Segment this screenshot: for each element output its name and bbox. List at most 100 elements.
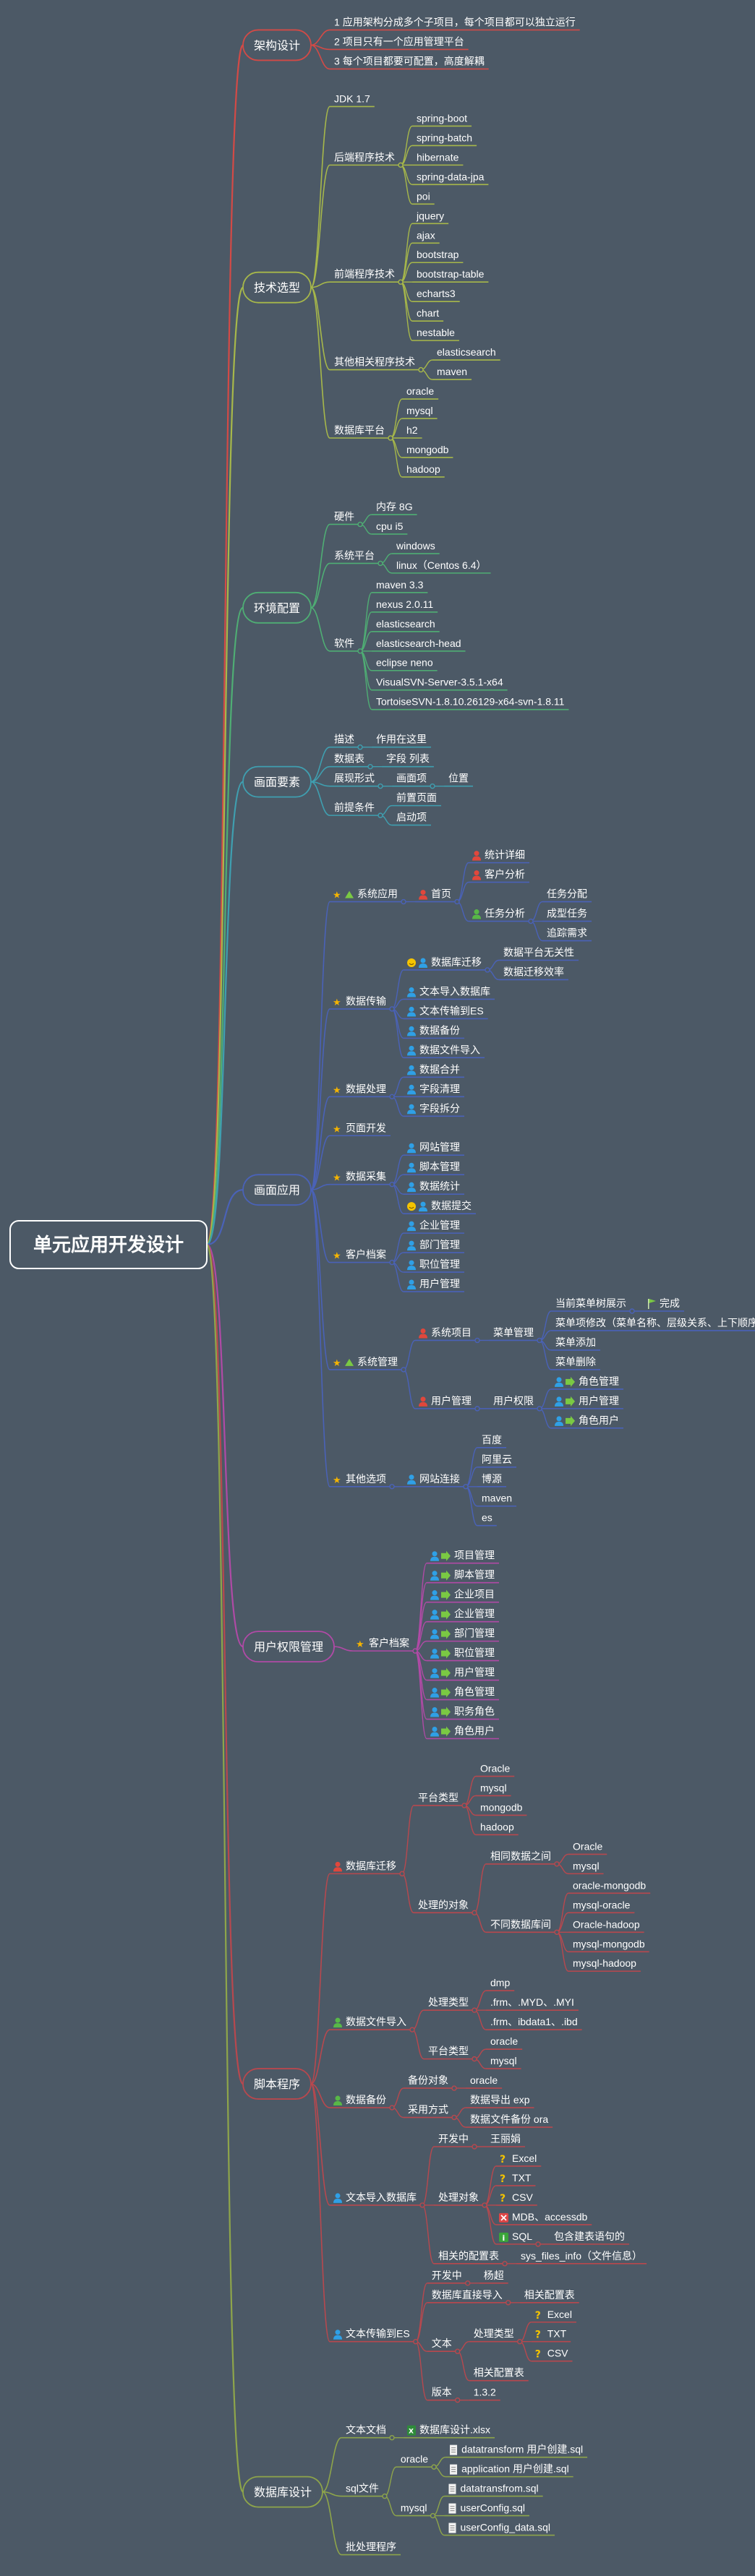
subtopic-label[interactable]: 描述: [334, 734, 354, 745]
collapse-dot[interactable]: [472, 1910, 477, 1916]
node-label[interactable]: VisualSVN-Server-3.5.1-x64: [376, 677, 503, 688]
collapse-dot[interactable]: [517, 2339, 523, 2345]
node-label[interactable]: .frm、.MYD、.MYI: [490, 1996, 574, 2008]
node-label[interactable]: 任务分配: [547, 888, 587, 900]
node-label[interactable]: spring-batch: [417, 132, 472, 143]
node-label[interactable]: maven: [437, 366, 467, 377]
collapse-dot[interactable]: [430, 2512, 436, 2519]
collapse-dot[interactable]: [413, 2339, 419, 2345]
collapse-dot[interactable]: [485, 967, 490, 973]
collapse-dot[interactable]: [451, 2114, 457, 2121]
node-label[interactable]: userConfig_data.sql: [460, 2522, 550, 2533]
node-label[interactable]: 角色用户: [454, 1725, 495, 1736]
collapse-dot[interactable]: [472, 2056, 477, 2062]
branch-7-topic[interactable]: 数据库设计: [242, 2476, 323, 2508]
node-label[interactable]: elasticsearch: [376, 618, 435, 630]
subtopic-label[interactable]: 其他相关程序技术: [334, 356, 415, 368]
node-label[interactable]: es: [482, 1512, 492, 1524]
node-label[interactable]: sys_files_info（文件信息）: [521, 2250, 642, 2262]
collapse-dot[interactable]: [378, 783, 383, 789]
subtopic-label[interactable]: 2 项目只有一个应用管理平台: [334, 35, 464, 47]
node-label[interactable]: userConfig.sql: [460, 2502, 525, 2514]
node-label[interactable]: hibernate: [417, 151, 459, 163]
collapse-dot[interactable]: [357, 521, 363, 528]
subtopic-label[interactable]: 1 应用架构分成多个子项目，每个项目都可以独立运行: [334, 16, 576, 27]
subtopic-label[interactable]: 数据库平台: [334, 424, 385, 436]
subtopic-label[interactable]: 硬件: [334, 510, 354, 522]
subtopic-label[interactable]: 数据传输: [346, 995, 386, 1007]
node-label[interactable]: 用户管理: [454, 1667, 495, 1678]
node-label[interactable]: 数据迁移效率: [503, 966, 564, 977]
node-label[interactable]: 用户管理: [419, 1278, 460, 1289]
node-label[interactable]: 相关的配置表: [438, 2250, 499, 2262]
collapse-dot[interactable]: [389, 1006, 395, 1012]
node-label[interactable]: dmp: [490, 1977, 510, 1988]
node-label[interactable]: 备份对象: [408, 2074, 448, 2086]
subtopic-label[interactable]: JDK 1.7: [334, 93, 370, 104]
node-label[interactable]: 职位管理: [454, 1647, 495, 1659]
node-label[interactable]: 前置页面: [396, 792, 437, 804]
collapse-dot[interactable]: [389, 1259, 395, 1266]
node-label[interactable]: 字段清理: [419, 1083, 460, 1094]
collapse-dot[interactable]: [389, 1094, 395, 1100]
collapse-dot[interactable]: [378, 560, 383, 567]
node-label[interactable]: TortoiseSVN-1.8.10.26129-x64-svn-1.8.11: [376, 696, 565, 708]
subtopic-label[interactable]: 批处理程序: [346, 2541, 396, 2553]
subtopic-label[interactable]: 数据库迁移: [346, 1860, 396, 1871]
collapse-dot[interactable]: [389, 1484, 395, 1490]
node-label[interactable]: 字段 列表: [386, 753, 430, 765]
node-label[interactable]: Oracle: [573, 1840, 602, 1852]
node-label[interactable]: 数据库迁移: [431, 956, 482, 968]
node-label[interactable]: chart: [417, 307, 439, 319]
node-label[interactable]: 数据统计: [419, 1180, 460, 1192]
node-label[interactable]: 脚本管理: [419, 1161, 460, 1172]
node-label[interactable]: 企业管理: [454, 1608, 495, 1620]
node-label[interactable]: 版本: [432, 2387, 452, 2398]
collapse-dot[interactable]: [419, 2202, 425, 2208]
collapse-dot[interactable]: [418, 366, 424, 373]
collapse-dot[interactable]: [474, 1337, 480, 1344]
node-label[interactable]: 文本导入数据库: [419, 985, 490, 997]
node-label[interactable]: 用户管理: [579, 1395, 619, 1407]
node-label[interactable]: elasticsearch-head: [376, 637, 461, 649]
node-label[interactable]: oracle-mongodb: [573, 1879, 646, 1891]
node-label[interactable]: 开发中: [432, 2270, 462, 2281]
node-label[interactable]: datatransfrom.sql: [460, 2483, 538, 2494]
node-label[interactable]: mysql-mongodb: [573, 1938, 645, 1949]
node-label[interactable]: 部门管理: [419, 1239, 460, 1250]
collapse-dot[interactable]: [472, 2144, 477, 2150]
subtopic-label[interactable]: 软件: [334, 637, 354, 649]
collapse-dot[interactable]: [455, 2397, 461, 2403]
node-label[interactable]: 处理类型: [474, 2328, 514, 2340]
collapse-dot[interactable]: [382, 2493, 388, 2499]
node-label[interactable]: 职务角色: [454, 1706, 495, 1717]
subtopic-label[interactable]: 3 每个项目都要可配置，高度解耦: [334, 55, 485, 66]
node-label[interactable]: 文本: [432, 2337, 452, 2349]
collapse-dot[interactable]: [399, 1871, 405, 1877]
subtopic-label[interactable]: 数据表: [334, 753, 364, 765]
node-label[interactable]: 菜单添加: [555, 1336, 596, 1348]
collapse-dot[interactable]: [398, 162, 404, 168]
node-label[interactable]: TXT: [547, 2328, 567, 2340]
collapse-dot[interactable]: [357, 744, 363, 750]
node-label[interactable]: nexus 2.0.11: [376, 598, 433, 610]
node-label[interactable]: oracle: [406, 385, 434, 397]
collapse-dot[interactable]: [461, 1803, 467, 1808]
collapse-dot[interactable]: [412, 1648, 418, 1654]
subtopic-label[interactable]: 客户档案: [346, 1249, 386, 1261]
collapse-dot[interactable]: [455, 2348, 461, 2354]
node-label[interactable]: h2: [406, 424, 418, 436]
node-label[interactable]: mysql: [573, 1860, 600, 1871]
node-label[interactable]: 1.3.2: [474, 2387, 496, 2398]
node-label[interactable]: 不同数据库间: [490, 1918, 551, 1930]
node-label[interactable]: SQL: [512, 2231, 532, 2242]
node-label[interactable]: 平台类型: [428, 2045, 469, 2057]
node-label[interactable]: 网站连接: [419, 1473, 460, 1485]
collapse-dot[interactable]: [629, 1308, 635, 1314]
node-label[interactable]: ajax: [417, 229, 435, 241]
node-label[interactable]: nestable: [417, 327, 455, 338]
collapse-dot[interactable]: [554, 1861, 560, 1867]
node-label[interactable]: 采用方式: [408, 2104, 448, 2116]
branch-1-topic[interactable]: 技术选型: [242, 271, 312, 304]
node-label[interactable]: mongodb: [480, 1801, 523, 1813]
